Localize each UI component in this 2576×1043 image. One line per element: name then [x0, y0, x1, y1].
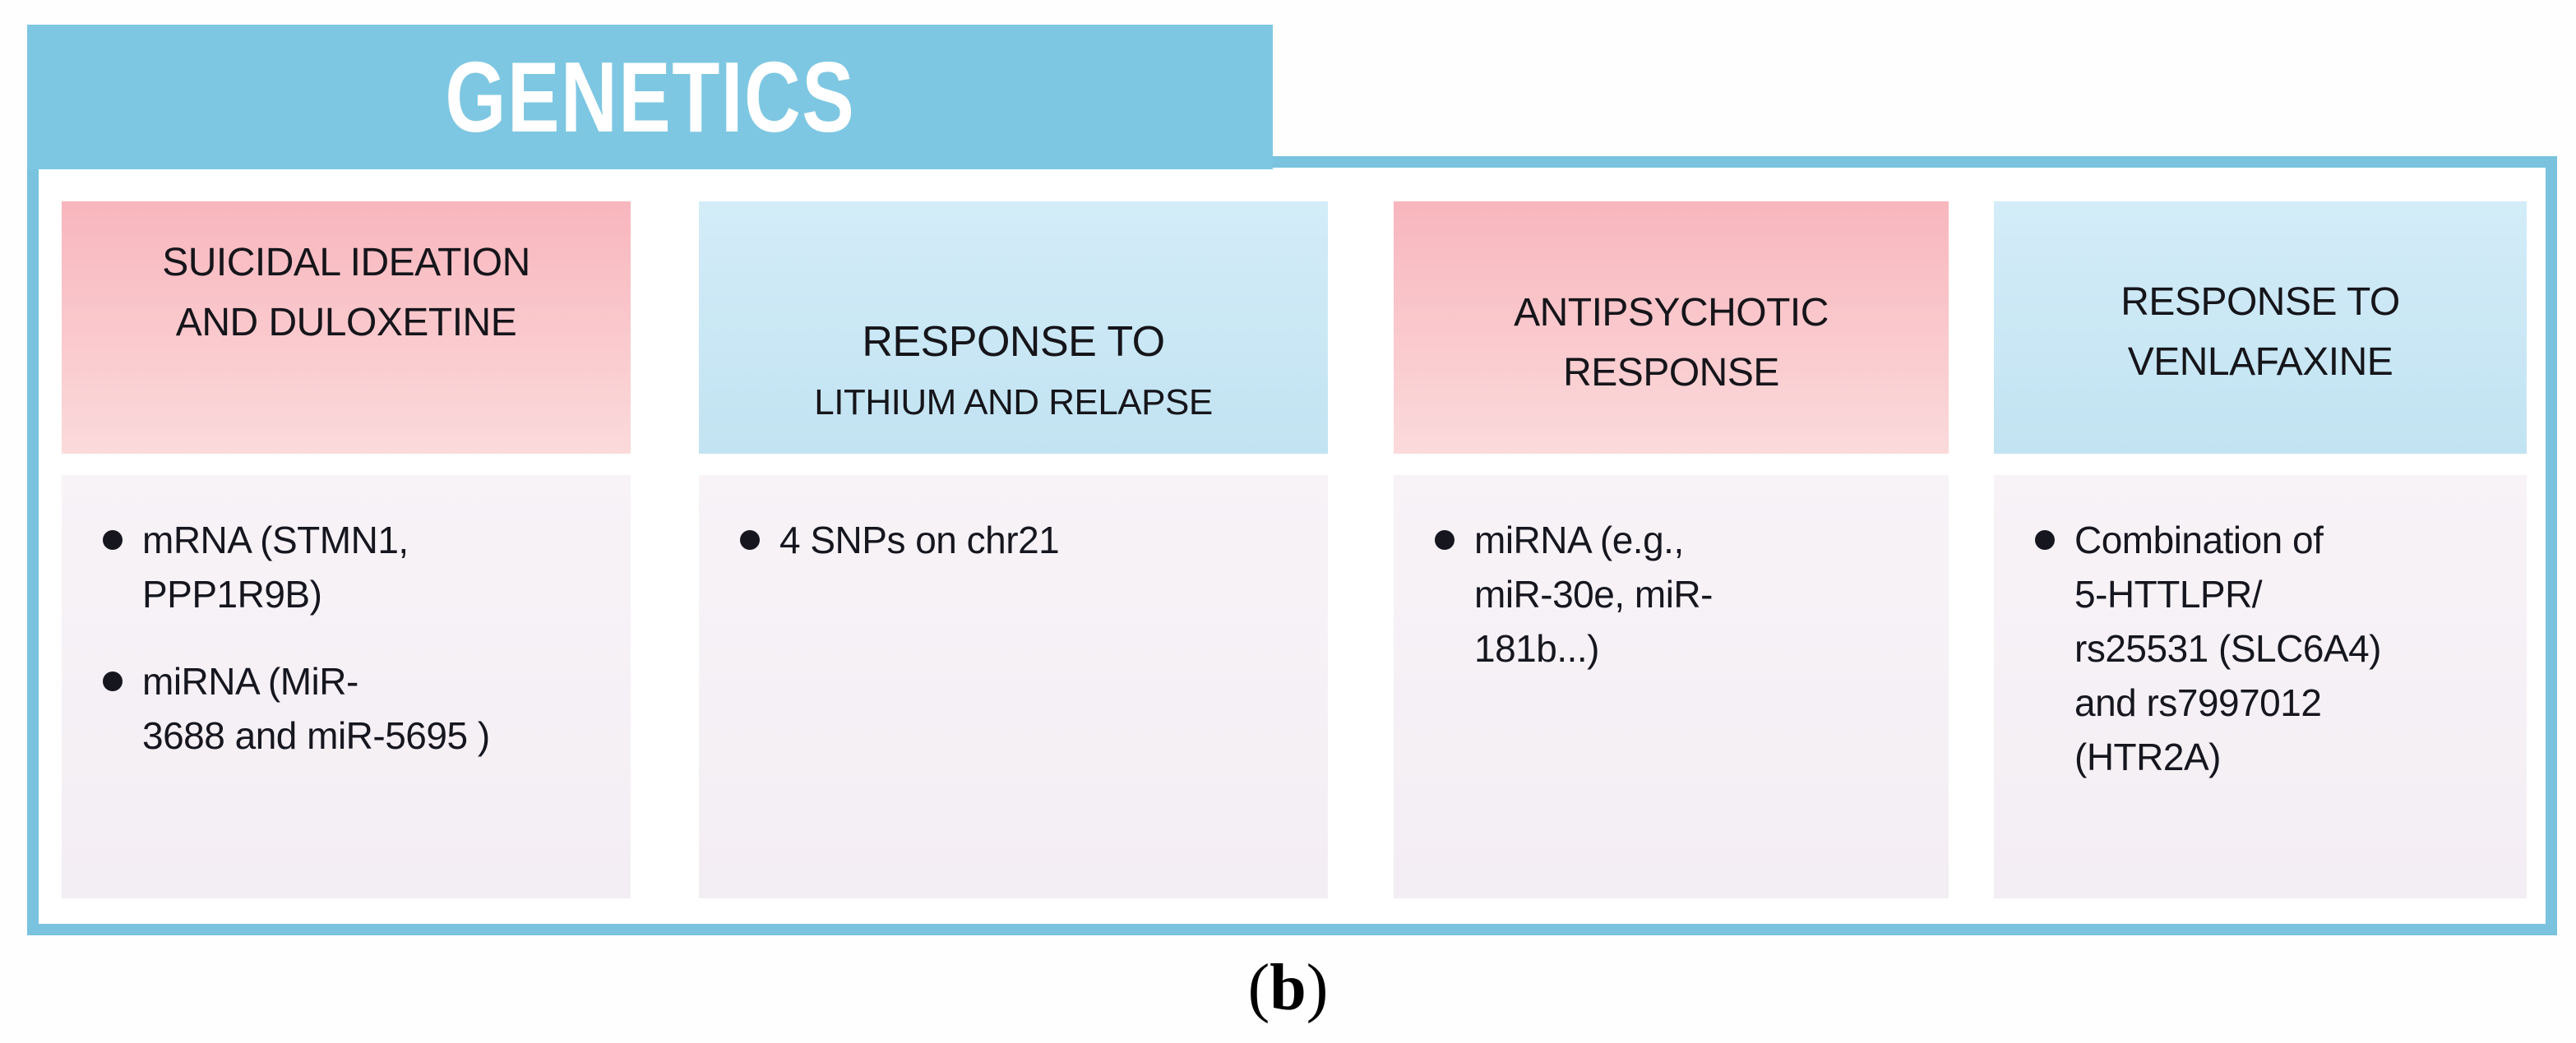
column-response-lithium-relapse: RESPONSE TO LITHIUM AND RELAPSE 4 SNPs o… [699, 201, 1328, 898]
header-line: AND DULOXETINE [175, 301, 517, 344]
bullet-icon [103, 530, 123, 550]
bullet-icon [2035, 530, 2055, 550]
column-body-suicidal-ideation-duloxetine: mRNA (STMN1,PPP1R9B) miRNA (MiR-3688 and… [62, 475, 631, 898]
header-line: ANTIPSYCHOTIC [1514, 290, 1829, 335]
header-line: RESPONSE [1563, 350, 1779, 395]
header-line: RESPONSE TO [862, 318, 1165, 366]
column-header-response-lithium-relapse: RESPONSE TO LITHIUM AND RELAPSE [699, 201, 1328, 454]
list-item: 4 SNPs on chr21 [740, 513, 1305, 567]
column-header-antipsychotic-response: ANTIPSYCHOTIC RESPONSE [1394, 201, 1949, 454]
column-header-suicidal-ideation-duloxetine: SUICIDAL IDEATION AND DULOXETINE [62, 201, 631, 454]
list-item-text: miRNA (MiR-3688 and miR-5695 ) [142, 660, 490, 757]
column-suicidal-ideation-duloxetine: SUICIDAL IDEATION AND DULOXETINE mRNA (S… [62, 201, 631, 898]
list-item-text: mRNA (STMN1,PPP1R9B) [142, 519, 409, 616]
figure-label-open-paren: ( [1247, 952, 1270, 1024]
figure-label-close-paren: ) [1306, 952, 1329, 1024]
column-antipsychotic-response: ANTIPSYCHOTIC RESPONSE miRNA (e.g.,miR-3… [1394, 201, 1949, 898]
column-header-response-venlafaxine: RESPONSE TO VENLAFAXINE [1994, 201, 2527, 454]
list-item: miRNA (e.g.,miR-30e, miR-181b...) [1435, 513, 1926, 676]
bullet-icon [103, 671, 123, 691]
header-line: SUICIDAL IDEATION [162, 241, 530, 284]
column-body-response-lithium-relapse: 4 SNPs on chr21 [699, 475, 1328, 898]
bullet-icon [1435, 530, 1454, 550]
list-item: miRNA (MiR-3688 and miR-5695 ) [103, 654, 608, 763]
header-line: LITHIUM AND RELAPSE [814, 382, 1213, 422]
figure-label-letter: b [1270, 952, 1306, 1024]
list-item: mRNA (STMN1,PPP1R9B) [103, 513, 608, 621]
banner-title: GENETICS [445, 41, 855, 153]
list-item-text: 4 SNPs on chr21 [779, 519, 1060, 561]
genetics-banner: GENETICS [27, 25, 1273, 169]
list-item-text: miRNA (e.g.,miR-30e, miR-181b...) [1474, 519, 1713, 670]
header-line: RESPONSE TO [2120, 279, 2400, 324]
bullet-icon [740, 530, 760, 550]
figure-label: (b) [0, 947, 2576, 1029]
column-body-antipsychotic-response: miRNA (e.g.,miR-30e, miR-181b...) [1394, 475, 1949, 898]
header-line: VENLAFAXINE [2127, 339, 2393, 384]
